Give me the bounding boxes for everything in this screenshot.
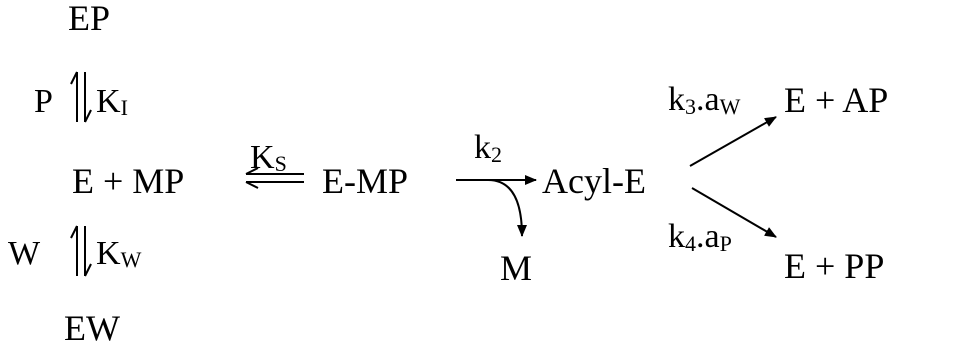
species-ew: EW (64, 308, 120, 347)
rate-k2: k2 (474, 129, 502, 167)
ligand-w: W (8, 235, 41, 272)
rate-k4: k4.aP (668, 218, 732, 256)
constant-ki: KI (96, 83, 128, 120)
ligand-p: P (34, 83, 53, 120)
arrow-k4 (691, 187, 777, 238)
arrow-k3 (689, 116, 777, 167)
species-e-pp: E + PP (784, 246, 884, 286)
arrow-k2 (456, 175, 537, 237)
species-ep: EP (68, 0, 110, 38)
constant-ks: KS (250, 139, 287, 176)
species-e-mp: E + MP (72, 161, 184, 201)
equilibrium-arrow-ks (245, 167, 304, 189)
constant-kw: KW (96, 235, 142, 272)
rate-k3: k3.aW (668, 81, 741, 119)
species-e-ap: E + AP (784, 80, 888, 120)
species-acyl-e: Acyl-E (542, 161, 646, 201)
equilibrium-arrow-ki (70, 71, 92, 123)
species-m: M (500, 248, 532, 288)
species-emp: E-MP (322, 161, 408, 201)
equilibrium-arrow-kw (70, 225, 92, 277)
